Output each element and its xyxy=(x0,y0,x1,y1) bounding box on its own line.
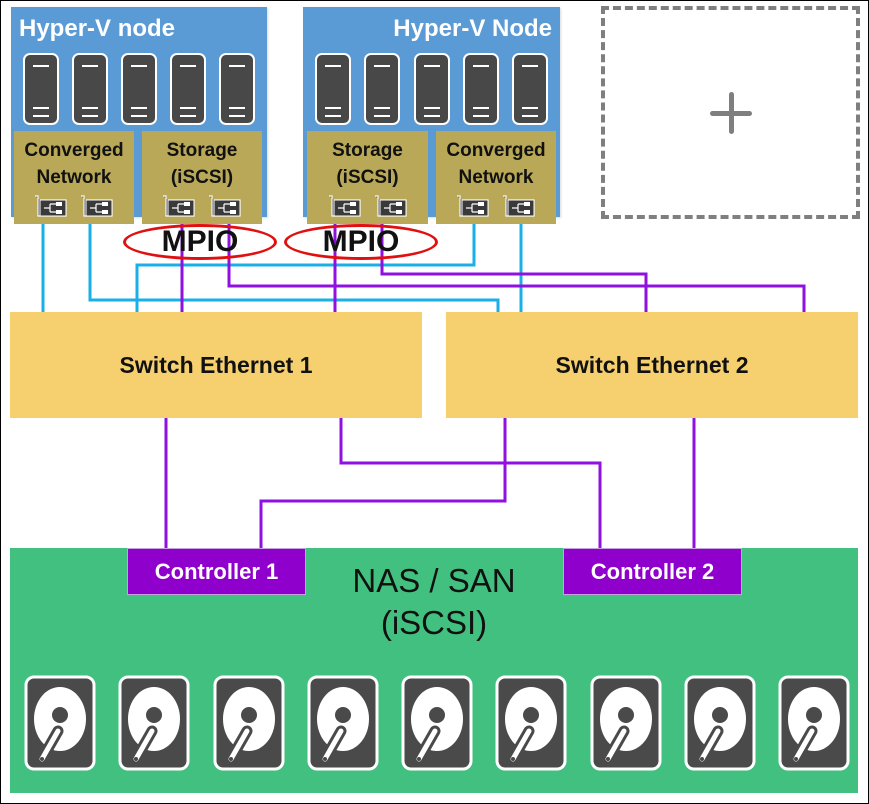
converged-network-panel: Converged Network xyxy=(14,131,134,224)
server-icon xyxy=(72,53,108,125)
converged-network-panel: Converged Network xyxy=(436,131,556,224)
disk-array xyxy=(24,675,854,771)
nas-title-line2: (iSCSI) xyxy=(380,604,488,641)
server-icon xyxy=(170,53,206,125)
nas-title: NAS / SAN (iSCSI) xyxy=(10,560,858,644)
add-node-placeholder[interactable] xyxy=(601,6,860,219)
server-icon xyxy=(315,53,351,125)
nic-icon xyxy=(81,195,113,217)
panel-label: Converged Network xyxy=(446,140,546,188)
server-icon xyxy=(413,53,450,125)
panel-label: Converged Network xyxy=(24,140,124,188)
nas-title-line1: NAS / SAN xyxy=(352,562,516,599)
nic-icon xyxy=(457,195,489,217)
server-icon xyxy=(219,53,255,125)
panel-label: Storage (iSCSI) xyxy=(332,140,403,188)
nic-icon xyxy=(374,195,407,217)
nic-icon xyxy=(35,195,67,217)
hard-disk-icon xyxy=(684,675,756,771)
nic-icon xyxy=(209,195,241,217)
nic-icon xyxy=(328,195,361,217)
server-icon xyxy=(462,53,499,125)
hard-disk-icon xyxy=(778,675,850,771)
nic-icon xyxy=(163,195,195,217)
mpio-label-node1: MPIO xyxy=(123,224,277,260)
plus-icon[interactable] xyxy=(709,91,752,134)
controller-2[interactable]: Controller 2 xyxy=(563,548,742,595)
server-group xyxy=(303,53,560,125)
hard-disk-icon xyxy=(24,675,96,771)
hard-disk-icon xyxy=(118,675,190,771)
panel-label: Storage (iSCSI) xyxy=(166,140,238,188)
server-group xyxy=(11,53,267,125)
hyperv-node-2[interactable]: Hyper-V Node Storage (iSCSI) Converged N… xyxy=(303,7,560,224)
server-icon xyxy=(23,53,59,125)
nic-icon xyxy=(503,195,535,217)
node-title: Hyper-V node xyxy=(19,15,176,42)
node-title: Hyper-V Node xyxy=(393,15,552,42)
server-icon xyxy=(121,53,157,125)
storage-iscsi-panel: Storage (iSCSI) xyxy=(142,131,262,224)
storage-iscsi-panel: Storage (iSCSI) xyxy=(307,131,428,224)
controller-1[interactable]: Controller 1 xyxy=(127,548,306,595)
server-icon xyxy=(512,53,548,125)
hard-disk-icon xyxy=(213,675,284,771)
switch-ethernet-2[interactable]: Switch Ethernet 2 xyxy=(446,312,858,418)
server-icon xyxy=(364,53,401,125)
hard-disk-icon xyxy=(401,675,473,771)
mpio-label-node2: MPIO xyxy=(284,224,438,260)
hyperv-node-1[interactable]: Hyper-V node Converged Network Storage (… xyxy=(11,7,267,224)
hard-disk-icon xyxy=(495,675,567,771)
switch-ethernet-1[interactable]: Switch Ethernet 1 xyxy=(10,312,422,418)
hard-disk-icon xyxy=(307,675,379,771)
hard-disk-icon xyxy=(590,675,661,771)
